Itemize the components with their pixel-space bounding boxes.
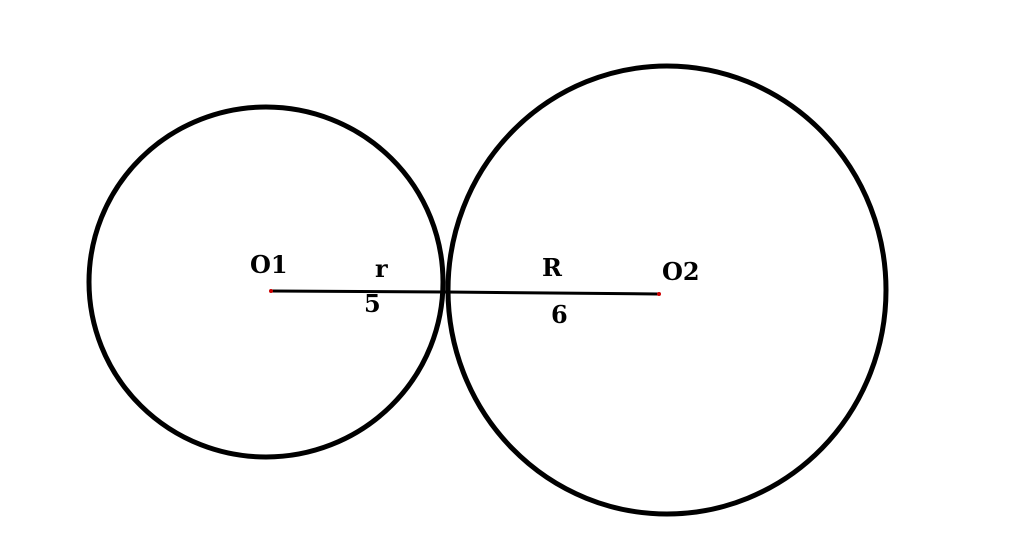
center-label-o2: O2 (662, 257, 700, 286)
radius-label-r: r (375, 254, 388, 283)
radius-R-segment (445, 290, 659, 296)
center-point-o1 (269, 289, 273, 293)
radius-label-R: R (542, 253, 563, 282)
center-point-o2 (657, 292, 661, 296)
center-label-o1: O1 (250, 250, 288, 279)
circle-o2 (445, 63, 889, 517)
circle-o1 (86, 104, 446, 460)
radius-value-R: 6 (551, 300, 568, 329)
radius-value-r: 5 (364, 289, 381, 318)
radius-r-segment (271, 289, 447, 294)
